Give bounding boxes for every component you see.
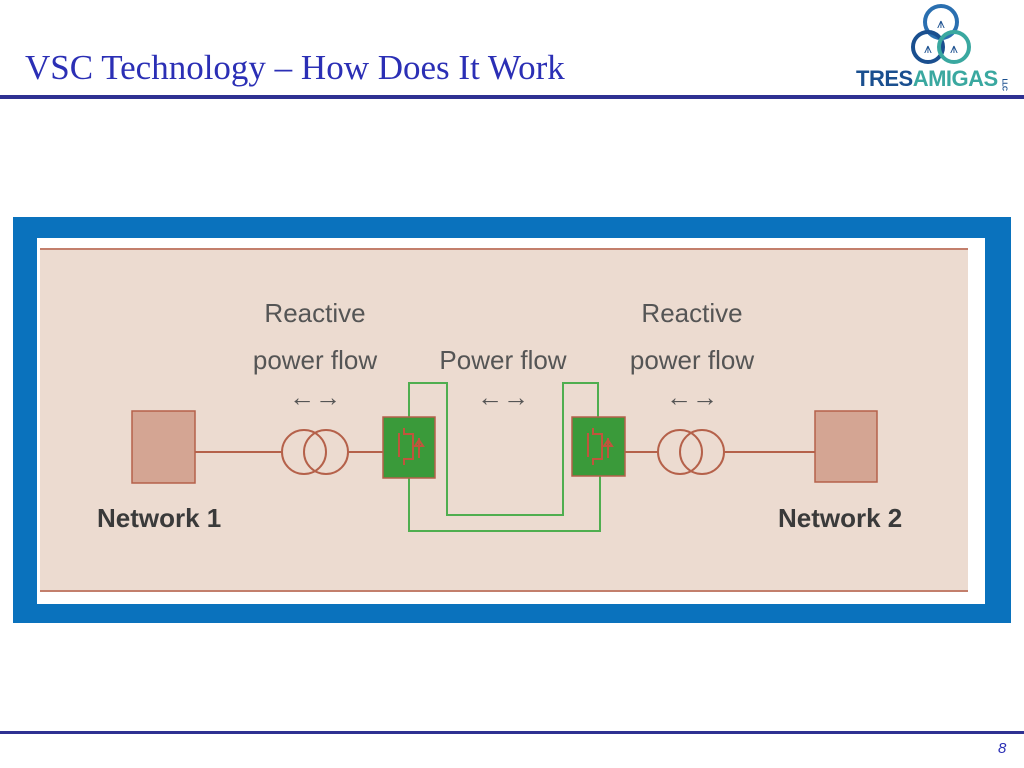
power-flow-label: Power flow bbox=[439, 345, 566, 375]
transmission-tower-logo-icon: ⩚ ⩚ ⩚ bbox=[911, 4, 971, 64]
left-reactive-label-2: power flow bbox=[253, 345, 377, 375]
network-2-label: Network 2 bbox=[778, 503, 902, 533]
page-number: 8 bbox=[998, 740, 1007, 757]
transformer-left-coil-1-icon bbox=[281, 429, 327, 475]
network-1-box bbox=[131, 410, 196, 484]
transformer-left-coil-2-icon bbox=[303, 429, 349, 475]
svg-text:⩚: ⩚ bbox=[937, 15, 945, 31]
transformer-right-coil-2-icon bbox=[679, 429, 725, 475]
converter-right-icon bbox=[571, 416, 626, 477]
title-divider bbox=[0, 95, 1024, 99]
left-reactive-label-1: Reactive bbox=[264, 298, 365, 328]
slide-title: VSC Technology – How Does It Work bbox=[25, 48, 565, 87]
dc-line-negative bbox=[408, 476, 601, 532]
network-2-box bbox=[814, 410, 878, 483]
right-bidirectional-arrow-icon: ←→ bbox=[666, 382, 718, 412]
svg-text:⩚: ⩚ bbox=[924, 40, 932, 56]
logo-text-amigas: AMIGAS bbox=[912, 66, 999, 91]
dc-line-positive bbox=[408, 382, 599, 516]
logo-text-tres: TRES bbox=[856, 66, 913, 91]
center-bidirectional-arrow-icon: ←→ bbox=[477, 382, 529, 412]
footer-divider bbox=[0, 731, 1024, 734]
network-1-label: Network 1 bbox=[97, 503, 221, 533]
converter-left-icon bbox=[382, 416, 436, 479]
right-reactive-label-2: power flow bbox=[630, 345, 754, 375]
right-reactive-label-1: Reactive bbox=[641, 298, 742, 328]
left-bidirectional-arrow-icon: ←→ bbox=[289, 382, 341, 412]
svg-text:⩚: ⩚ bbox=[950, 40, 958, 56]
transformer-right-coil-1-icon bbox=[657, 429, 703, 475]
